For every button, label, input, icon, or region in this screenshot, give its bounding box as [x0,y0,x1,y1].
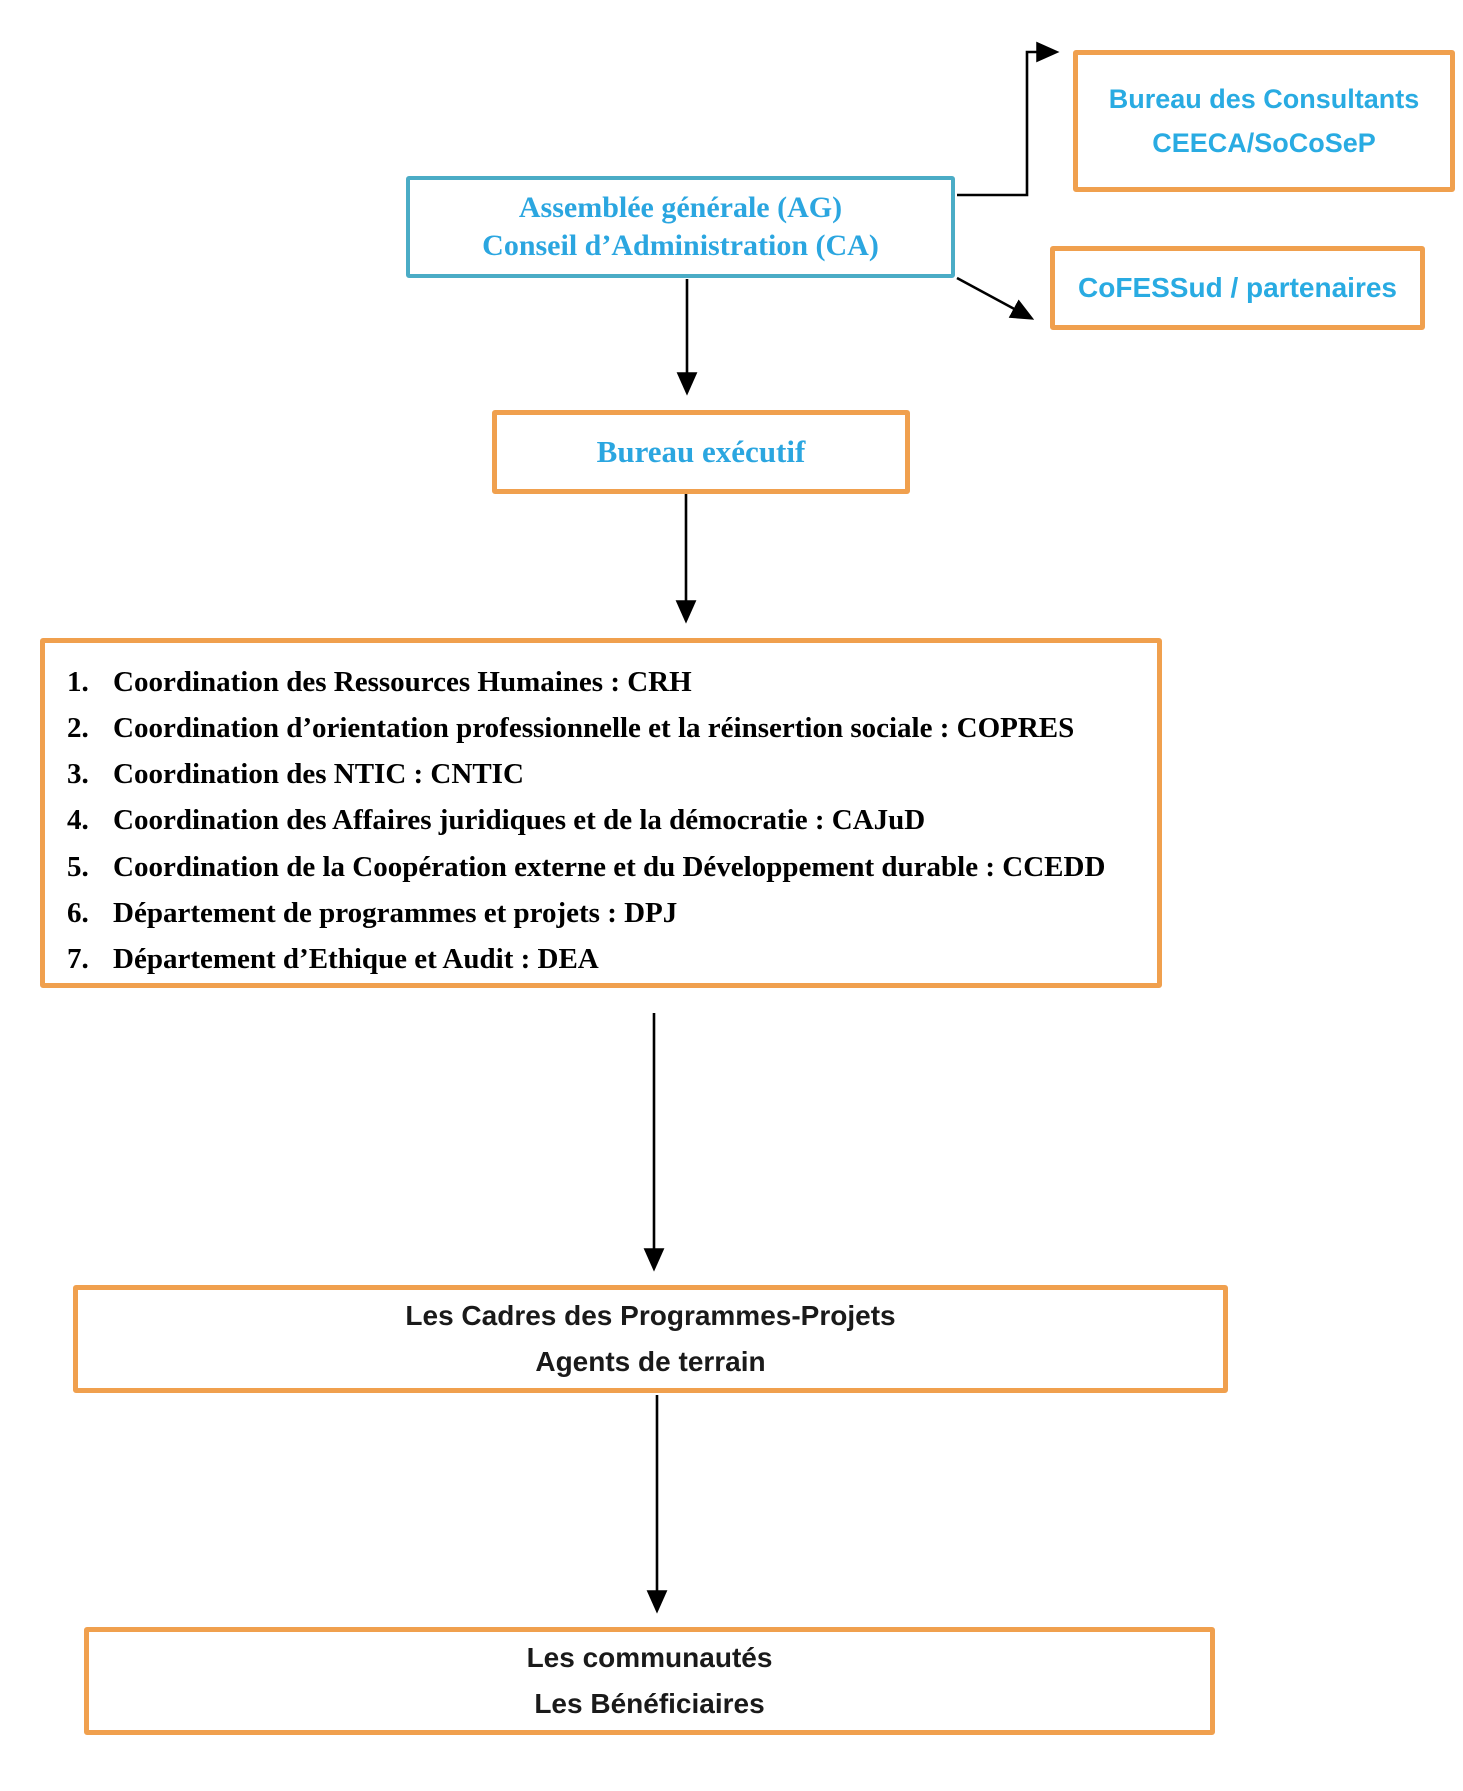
list-item-text: Coordination des Affaires juridiques et … [113,804,926,837]
box-cadres-programmes-projets: Les Cadres des Programmes-Projets Agents… [73,1285,1228,1393]
bureau-executif-label: Bureau exécutif [596,434,806,469]
list-item-number: 7. [67,943,89,976]
cofessud-label: CoFESSud / partenaires [1078,272,1397,303]
communautes-line2: Les Bénéficiaires [534,1688,765,1719]
box-cofessud-partenaires: CoFESSud / partenaires [1050,246,1425,330]
list-item-text: Département de programmes et projets : D… [113,897,678,930]
cadres-line1: Les Cadres des Programmes-Projets [405,1300,896,1331]
list-item: 3. Coordination des NTIC : CNTIC [67,752,1147,798]
cadres-line2: Agents de terrain [535,1346,766,1377]
consultants-line2: CEECA/SoCoSeP [1152,128,1376,158]
box-coordination-list: 1. Coordination des Ressources Humaines … [40,638,1162,988]
list-item-number: 5. [67,850,89,883]
list-item-number: 6. [67,897,89,930]
list-item: 2. Coordination d’orientation profession… [67,705,1147,751]
box-bureau-des-consultants: Bureau des Consultants CEECA/SoCoSeP [1073,50,1455,192]
list-item: 4. Coordination des Affaires juridiques … [67,798,1147,844]
list-item-text: Coordination de la Coopération externe e… [113,850,1106,883]
connector-ag-to-cofessud [956,276,1035,320]
list-item-text: Coordination des Ressources Humaines : C… [113,665,692,698]
communautes-line1: Les communautés [526,1642,773,1673]
consultants-line1: Bureau des Consultants [1108,84,1420,114]
list-item: 7. Département d’Ethique et Audit : DEA [67,937,1147,983]
connector-ag-to-consultants [957,41,1060,197]
list-item-text: Coordination des NTIC : CNTIC [113,758,524,791]
list-item-number: 1. [67,665,89,698]
box-communautes-beneficiaires: Les communautés Les Bénéficiaires [84,1627,1215,1735]
ag-line1: Assemblée générale (AG) [518,191,843,224]
list-item: 5. Coordination de la Coopération extern… [67,844,1147,890]
ag-line2: Conseil d’Administration (CA) [482,229,879,262]
list-item-number: 3. [67,758,89,791]
list-item-number: 2. [67,711,89,744]
list-item-text: Département d’Ethique et Audit : DEA [113,943,599,976]
box-bureau-executif: Bureau exécutif [492,410,910,494]
list-item-number: 4. [67,804,89,837]
box-assemblee-generale: Assemblée générale (AG) Conseil d’Admini… [406,176,955,278]
list-item: 6. Département de programmes et projets … [67,890,1147,936]
list-item-text: Coordination d’orientation professionnel… [113,711,1075,744]
list-item: 1. Coordination des Ressources Humaines … [67,659,1147,705]
